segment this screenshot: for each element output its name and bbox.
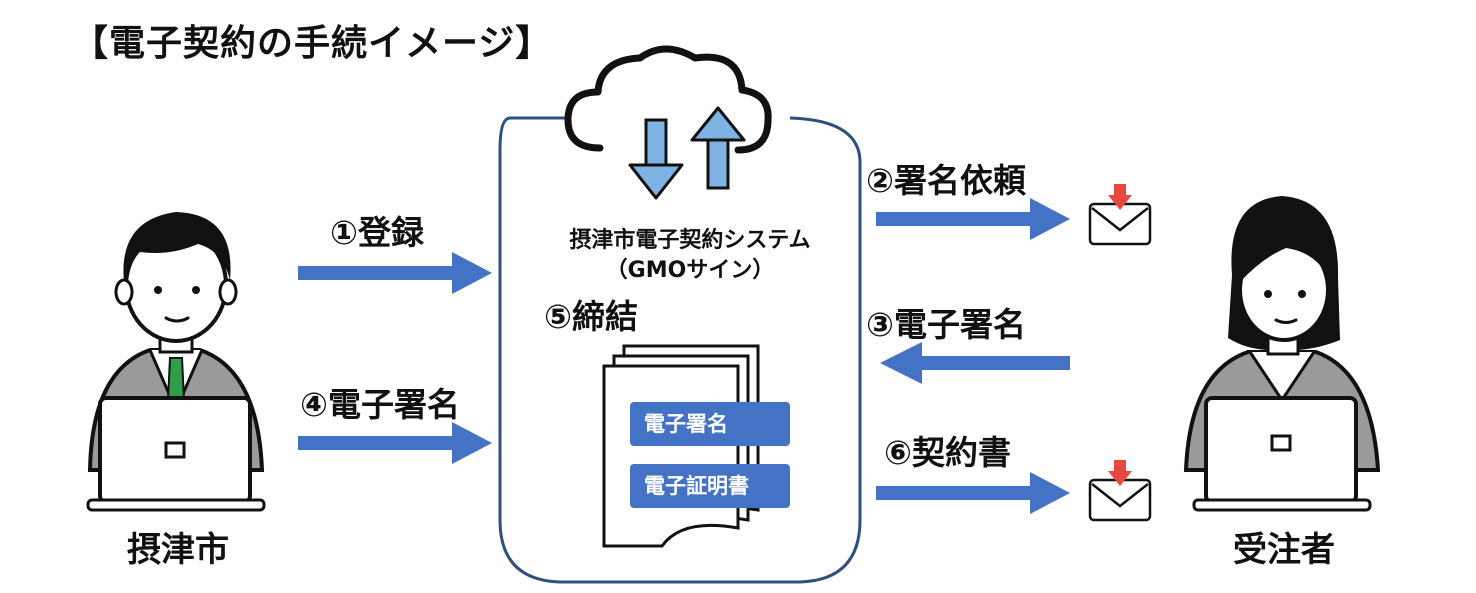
mail-icon-contract bbox=[1088, 460, 1152, 522]
contractor-avatar bbox=[1183, 196, 1381, 512]
arrow-register bbox=[298, 252, 492, 294]
arrow-request-sign bbox=[876, 198, 1070, 240]
step-city-sign-label: ④電子署名 bbox=[300, 385, 460, 424]
system-name: 摂津市電子契約システム bbox=[569, 228, 811, 253]
cloud-icon bbox=[564, 45, 772, 200]
signature-tag: 電子署名 bbox=[630, 402, 790, 446]
arrow-city-sign bbox=[298, 422, 492, 464]
city-label: 摂津市 bbox=[127, 530, 229, 570]
upload-arrow-icon bbox=[690, 106, 746, 190]
city-staff-avatar bbox=[86, 212, 266, 512]
system-box bbox=[498, 116, 862, 584]
certificate-tag: 電子証明書 bbox=[630, 464, 790, 508]
arrow-contractor-sign bbox=[880, 342, 1070, 384]
step-request-sign-label: ②署名依頼 bbox=[866, 161, 1026, 200]
step-register-label: ①登録 bbox=[330, 213, 424, 252]
download-arrow-icon bbox=[628, 118, 684, 200]
contractor-label: 受注者 bbox=[1233, 530, 1335, 570]
mail-icon-request bbox=[1088, 184, 1152, 246]
arrow-contract-doc bbox=[876, 472, 1070, 514]
step-contractor-sign-label: ③電子署名 bbox=[866, 305, 1026, 344]
step-conclude-label: ⑤締結 bbox=[544, 297, 638, 336]
system-provider: （GMOサイン） bbox=[605, 258, 775, 283]
step-contract-doc-label: ⑥契約書 bbox=[884, 433, 1011, 472]
document-stack-icon bbox=[602, 344, 760, 548]
page-title: 【電子契約の手続イメージ】 bbox=[72, 23, 553, 64]
